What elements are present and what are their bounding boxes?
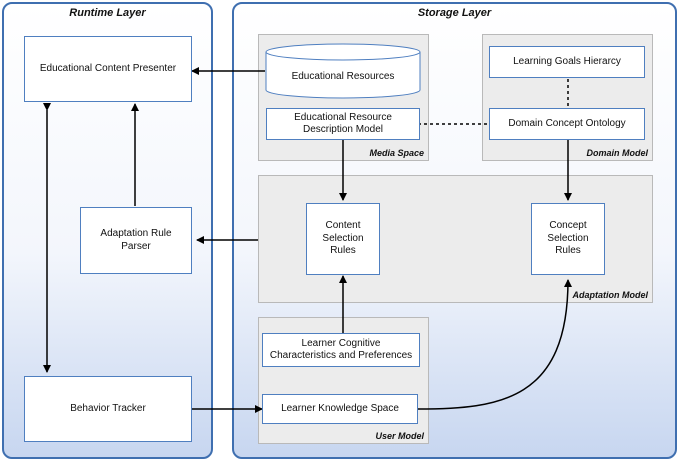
- node-behavior-tracker-label: Behavior Tracker: [70, 402, 146, 414]
- node-concept-selection-rules-label: Concept Selection Rules: [547, 220, 589, 257]
- adaptation-model-label: Adaptation Model: [572, 290, 649, 300]
- node-educational-resources-label: Educational Resources: [291, 70, 395, 82]
- media-space-label: Media Space: [369, 148, 424, 158]
- node-educational-resource-description-model[interactable]: Educational Resource Description Model: [266, 108, 420, 140]
- runtime-layer-title: Runtime Layer: [69, 7, 146, 19]
- node-content-selection-rules[interactable]: Content Selection Rules: [306, 203, 380, 275]
- node-educational-content-presenter-label: Educational Content Presenter: [39, 62, 177, 74]
- node-educational-resource-description-model-label: Educational Resource Description Model: [294, 111, 392, 136]
- resources-cylinder: [265, 43, 421, 99]
- node-educational-content-presenter[interactable]: Educational Content Presenter: [24, 36, 192, 102]
- storage-layer-title: Storage Layer: [417, 7, 492, 19]
- node-learner-knowledge-space-label: Learner Knowledge Space: [281, 402, 399, 414]
- node-adaptation-rule-parser-label: Adaptation Rule Parser: [100, 228, 172, 252]
- node-learner-cognitive-characteristics-label: Learner Cognitive Characteristics and Pr…: [269, 337, 413, 362]
- node-behavior-tracker[interactable]: Behavior Tracker: [24, 376, 192, 442]
- node-learner-knowledge-space[interactable]: Learner Knowledge Space: [262, 394, 418, 424]
- user-model-label: User Model: [375, 431, 424, 441]
- node-learning-goals-hierarcy[interactable]: Learning Goals Hierarcy: [489, 46, 645, 78]
- node-content-selection-rules-label: Content Selection Rules: [322, 220, 364, 257]
- node-educational-resources[interactable]: Educational Resources: [266, 62, 420, 90]
- domain-model-label: Domain Model: [586, 148, 648, 158]
- node-learner-cognitive-characteristics[interactable]: Learner Cognitive Characteristics and Pr…: [262, 333, 420, 367]
- edge-knowledge-to-concept-rules: [417, 279, 572, 410]
- node-domain-concept-ontology[interactable]: Domain Concept Ontology: [489, 108, 645, 140]
- node-concept-selection-rules[interactable]: Concept Selection Rules: [531, 203, 605, 275]
- node-adaptation-rule-parser[interactable]: Adaptation Rule Parser: [80, 207, 192, 274]
- node-learning-goals-hierarcy-label: Learning Goals Hierarcy: [513, 55, 621, 67]
- node-domain-concept-ontology-label: Domain Concept Ontology: [508, 117, 626, 129]
